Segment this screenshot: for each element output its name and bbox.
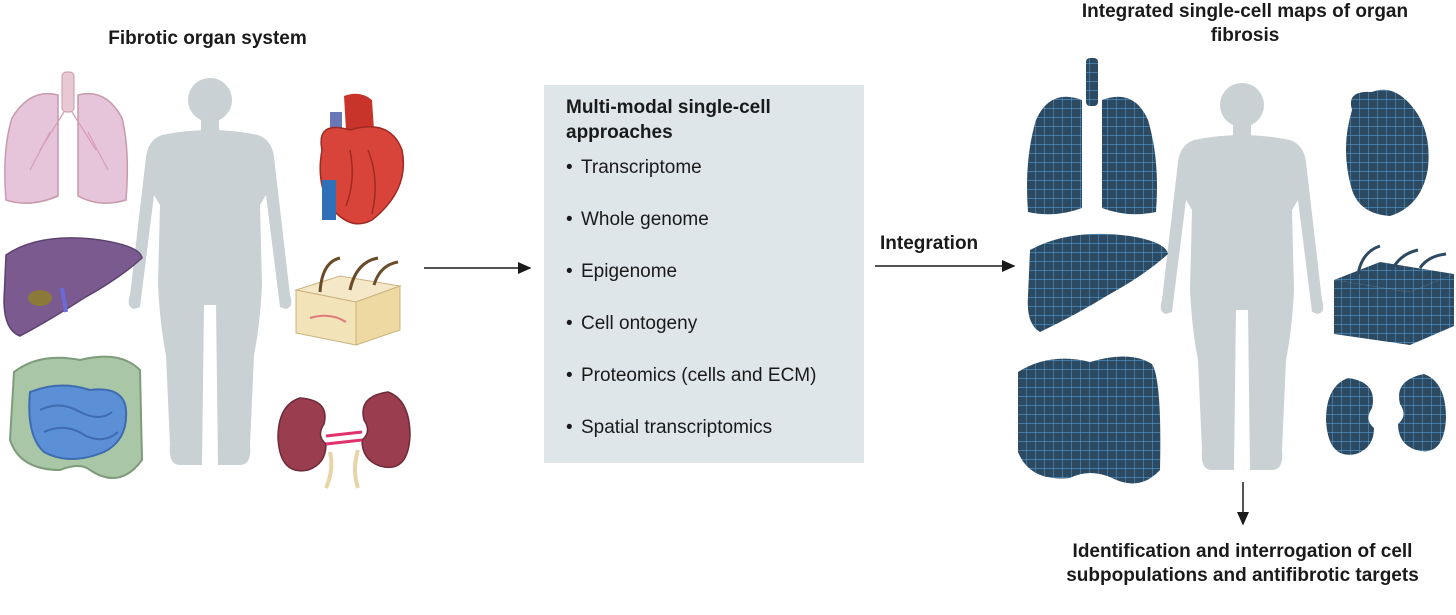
- kidney-icon: [277, 391, 411, 489]
- intestine-icon: [8, 355, 144, 479]
- integration-label: Integration: [880, 233, 979, 254]
- list-item: Whole genome: [566, 207, 816, 259]
- list-item: Epigenome: [566, 259, 816, 311]
- skin-icon: [294, 256, 402, 346]
- kidney-map-icon: [1326, 374, 1446, 455]
- list-item: Spatial transcriptomics: [566, 415, 816, 467]
- list-item: Proteomics (cells and ECM): [566, 363, 816, 415]
- liver-icon: [3, 237, 143, 337]
- intestine-map-icon: [1018, 356, 1161, 484]
- lung-map-icon: [1027, 58, 1157, 215]
- approaches-panel: Multi-modal single-cell approaches Trans…: [544, 85, 864, 463]
- outcome-text: Identification and interrogation of cell…: [1066, 541, 1419, 586]
- heart-icon: [319, 93, 405, 225]
- approaches-list: Transcriptome Whole genome Epigenome Cel…: [566, 155, 816, 467]
- left-section-title: Fibrotic organ system: [108, 28, 307, 49]
- right-section-title: Integrated single-cell maps of organ fib…: [1081, 1, 1409, 46]
- lung-icon: [4, 71, 129, 204]
- body-silhouette-left: [128, 78, 292, 465]
- skin-map-icon: [1334, 244, 1454, 345]
- list-item: Transcriptome: [566, 155, 816, 207]
- heart-map-icon: [1346, 89, 1429, 216]
- list-item: Cell ontogeny: [566, 311, 816, 363]
- liver-map-icon: [1027, 233, 1168, 332]
- body-silhouette-right: [1160, 83, 1324, 470]
- panel-title: Multi-modal single-cell approaches: [566, 97, 771, 143]
